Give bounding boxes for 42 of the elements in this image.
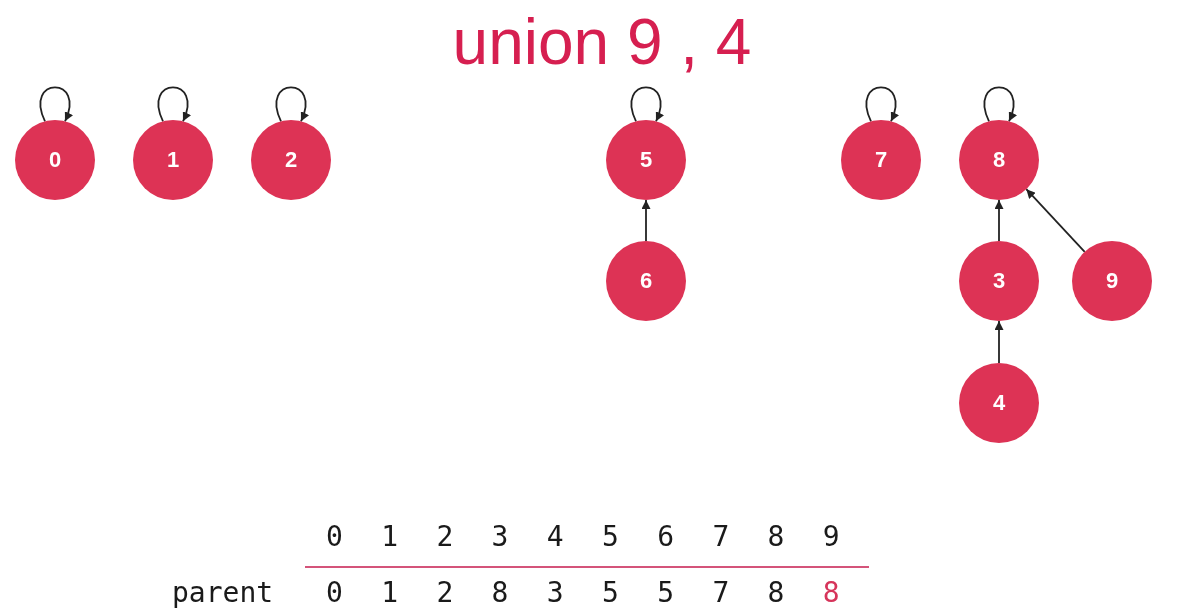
index-number: 1: [381, 520, 399, 554]
parent-value: 8: [822, 576, 840, 610]
tree-node: 2: [251, 120, 331, 200]
parent-value: 7: [712, 576, 730, 610]
parent-value: 0: [326, 576, 343, 610]
index-number: 3: [491, 520, 509, 554]
self-loop-arrow: [983, 86, 1017, 123]
tree-node: 8: [959, 120, 1039, 200]
title: union 9 , 4: [452, 5, 752, 80]
self-loop-arrow: [157, 86, 191, 123]
parent-value: 5: [602, 576, 619, 610]
self-loop-arrow: [630, 86, 664, 123]
self-loop-arrow: [865, 86, 899, 123]
tree-node: 3: [959, 241, 1039, 321]
self-loop-arrow: [275, 86, 309, 123]
parent-value: 5: [657, 576, 675, 610]
parent-value: 1: [381, 576, 399, 610]
index-number: 8: [767, 520, 785, 554]
parent-value: 8: [491, 576, 509, 610]
tree-node: 4: [959, 363, 1039, 443]
tree-node: 5: [606, 120, 686, 200]
row-label: parent: [172, 576, 274, 610]
index-number: 7: [712, 520, 730, 554]
parent-value: 3: [546, 576, 564, 610]
parent-arrow: [1025, 188, 1086, 253]
index-number: 0: [326, 520, 343, 554]
parent-value: 2: [436, 576, 454, 610]
index-number: 2: [436, 520, 454, 554]
tree-node: 6: [606, 241, 686, 321]
parent-arrow: [641, 199, 651, 242]
index-number: 4: [546, 520, 564, 554]
tree-node: 9: [1072, 241, 1152, 321]
parent-arrow: [994, 199, 1004, 242]
self-loop-arrow: [39, 86, 73, 123]
tree-node: 1: [133, 120, 213, 200]
tree-node: 7: [841, 120, 921, 200]
index-number: 9: [822, 520, 840, 554]
parent-value: 8: [767, 576, 785, 610]
index-number: 5: [602, 520, 619, 554]
parent-arrow: [994, 320, 1004, 364]
index-number: 6: [657, 520, 675, 554]
tree-node: 0: [15, 120, 95, 200]
